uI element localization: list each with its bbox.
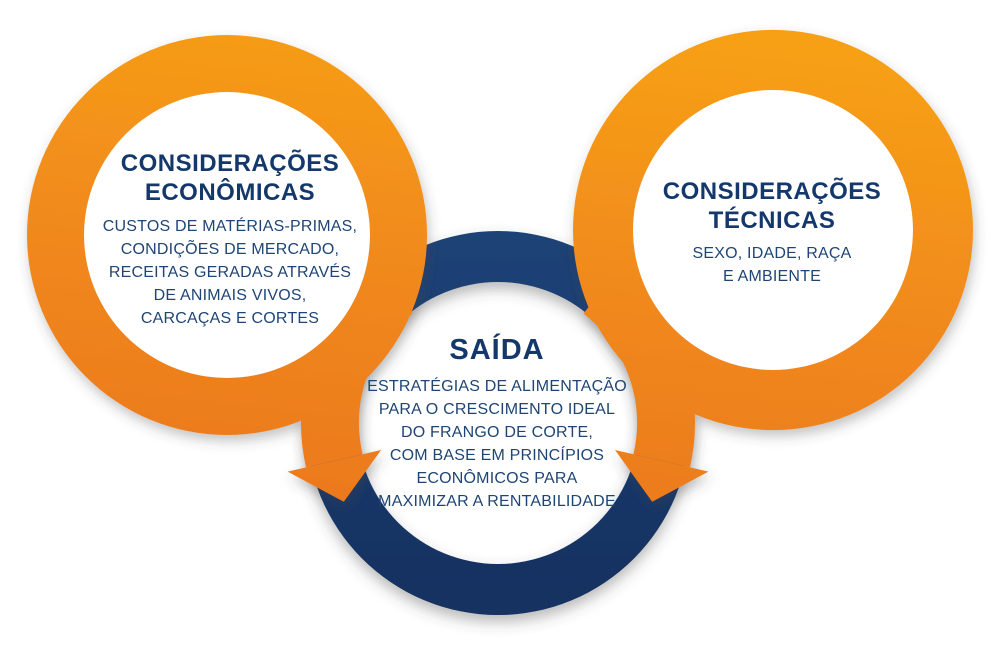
technical-ring-group xyxy=(573,29,973,502)
technical-flow-arrow-icon xyxy=(615,450,709,502)
economic-flow-arrow-icon xyxy=(287,450,382,502)
economic-inner-disc xyxy=(84,92,370,378)
economic-ring-group xyxy=(27,35,427,502)
technical-inner-disc xyxy=(633,90,913,370)
technical-ring xyxy=(573,29,973,431)
